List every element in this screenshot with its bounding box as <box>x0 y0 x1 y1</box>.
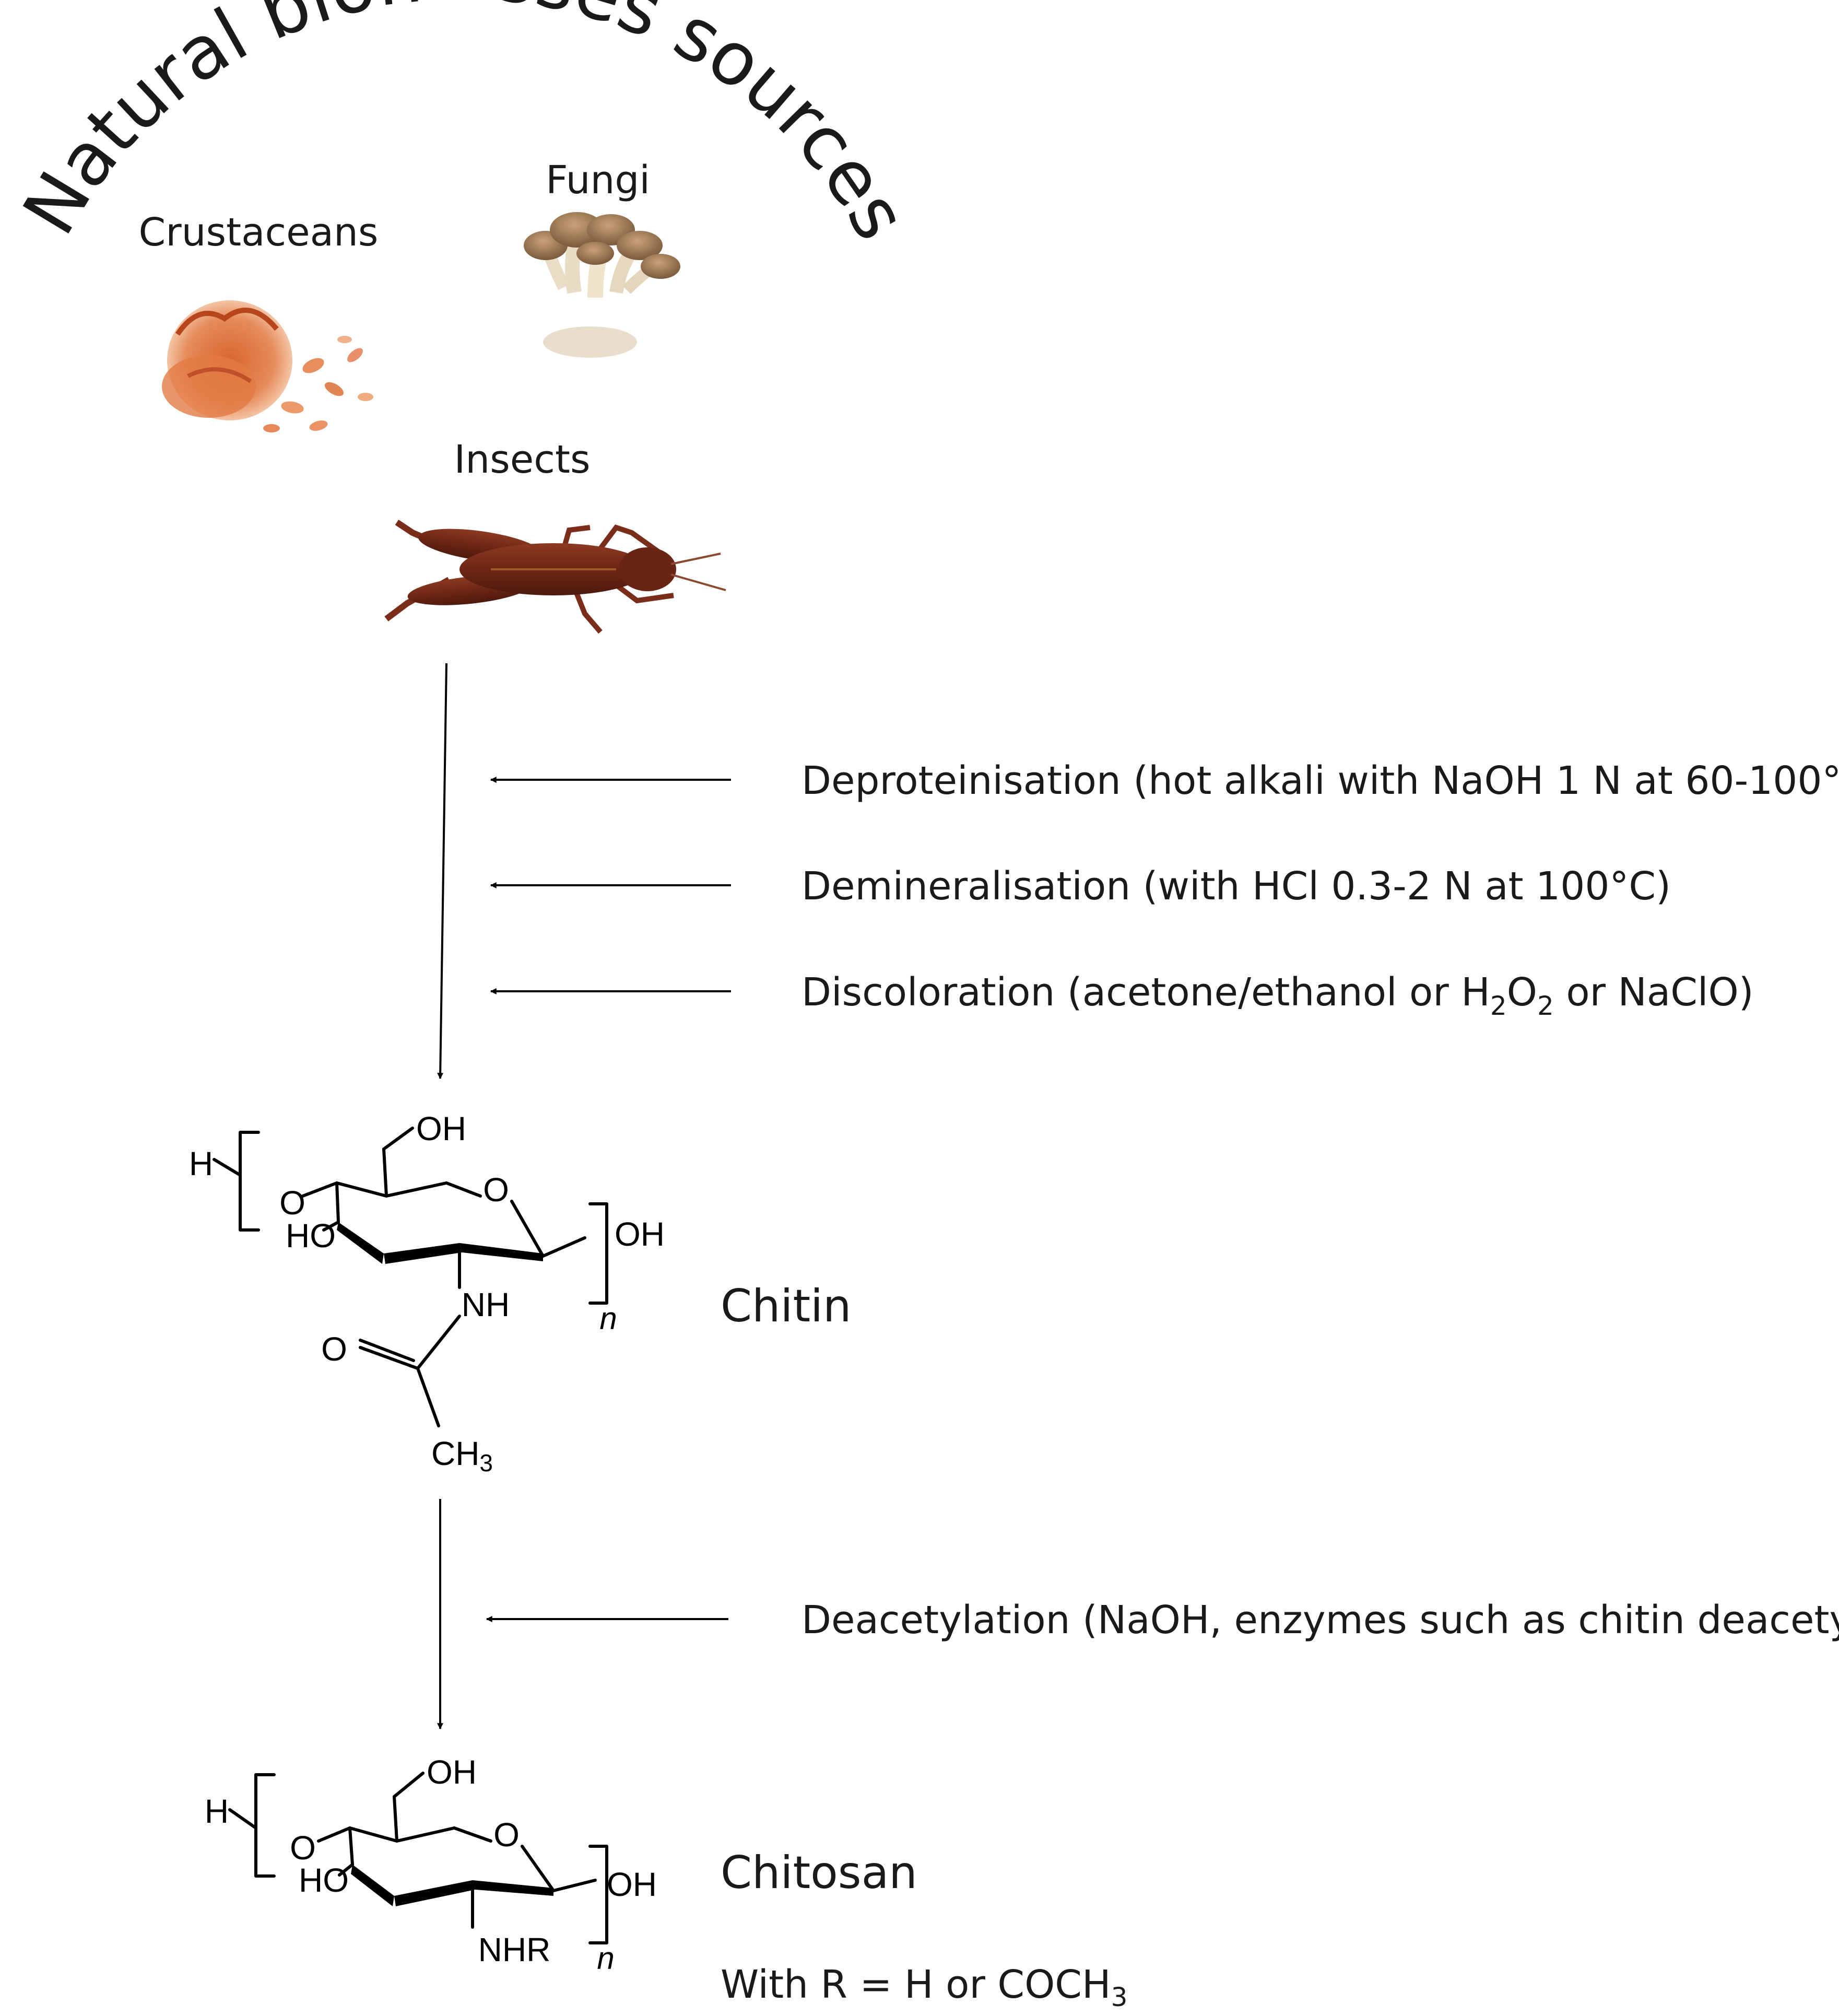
chitin-atom-o-ring: O <box>483 1171 509 1209</box>
demineralisation-label: Demineralisation (with HCl 0.3-2 N at 10… <box>801 864 1671 909</box>
fungi-label: Fungi <box>546 158 650 203</box>
chitosan-r-note: With R = H or COCH3 <box>721 1962 1127 2012</box>
crustaceans-image <box>162 300 373 432</box>
crustaceans-label: Crustaceans <box>139 210 379 255</box>
deacetylation-label: Deacetylation (NaOH, enzymes such as chi… <box>801 1598 1839 1643</box>
insects-label: Insects <box>454 437 590 482</box>
chitin-atom-ho: HO <box>286 1217 336 1255</box>
chitosan-atom-ho: HO <box>299 1861 349 1899</box>
chitin-atom-o-carbonyl: O <box>321 1330 347 1368</box>
chitin-atom-ch3: CH3 <box>431 1435 493 1476</box>
chitosan-atom-nhr: NHR <box>478 1931 551 1968</box>
chitosan-atom-o-ring: O <box>493 1816 520 1854</box>
chitin-repeat-n: n <box>599 1301 617 1336</box>
chitosan-structure <box>228 1772 608 1944</box>
chitin-atom-oh-right: OH <box>615 1215 665 1253</box>
discoloration-label: Discoloration (acetone/ethanol or H2O2 o… <box>801 970 1754 1021</box>
chitin-atom-h: H <box>189 1145 213 1182</box>
chitosan-atom-o-link: O <box>290 1829 316 1867</box>
chitin-atom-nh: NH <box>462 1286 510 1323</box>
chitosan-atom-oh-top: OH <box>427 1753 477 1791</box>
flow-arrow-to-chitin <box>437 663 447 1080</box>
chitin-atom-o-link: O <box>279 1184 305 1222</box>
insects-image <box>384 520 726 634</box>
chitosan-name: Chitosan <box>721 1847 917 1899</box>
chitin-atom-oh-top: OH <box>416 1110 466 1147</box>
chitin-name: Chitin <box>721 1280 852 1332</box>
fungi-image <box>524 212 680 358</box>
chitosan-atom-h: H <box>205 1792 229 1830</box>
chitin-structure <box>213 1127 608 1427</box>
chitosan-atom-oh-right: OH <box>607 1866 657 1903</box>
deproteinisation-label: Deproteinisation (hot alkali with NaOH 1… <box>801 758 1839 803</box>
chitosan-repeat-n: n <box>597 1941 614 1976</box>
